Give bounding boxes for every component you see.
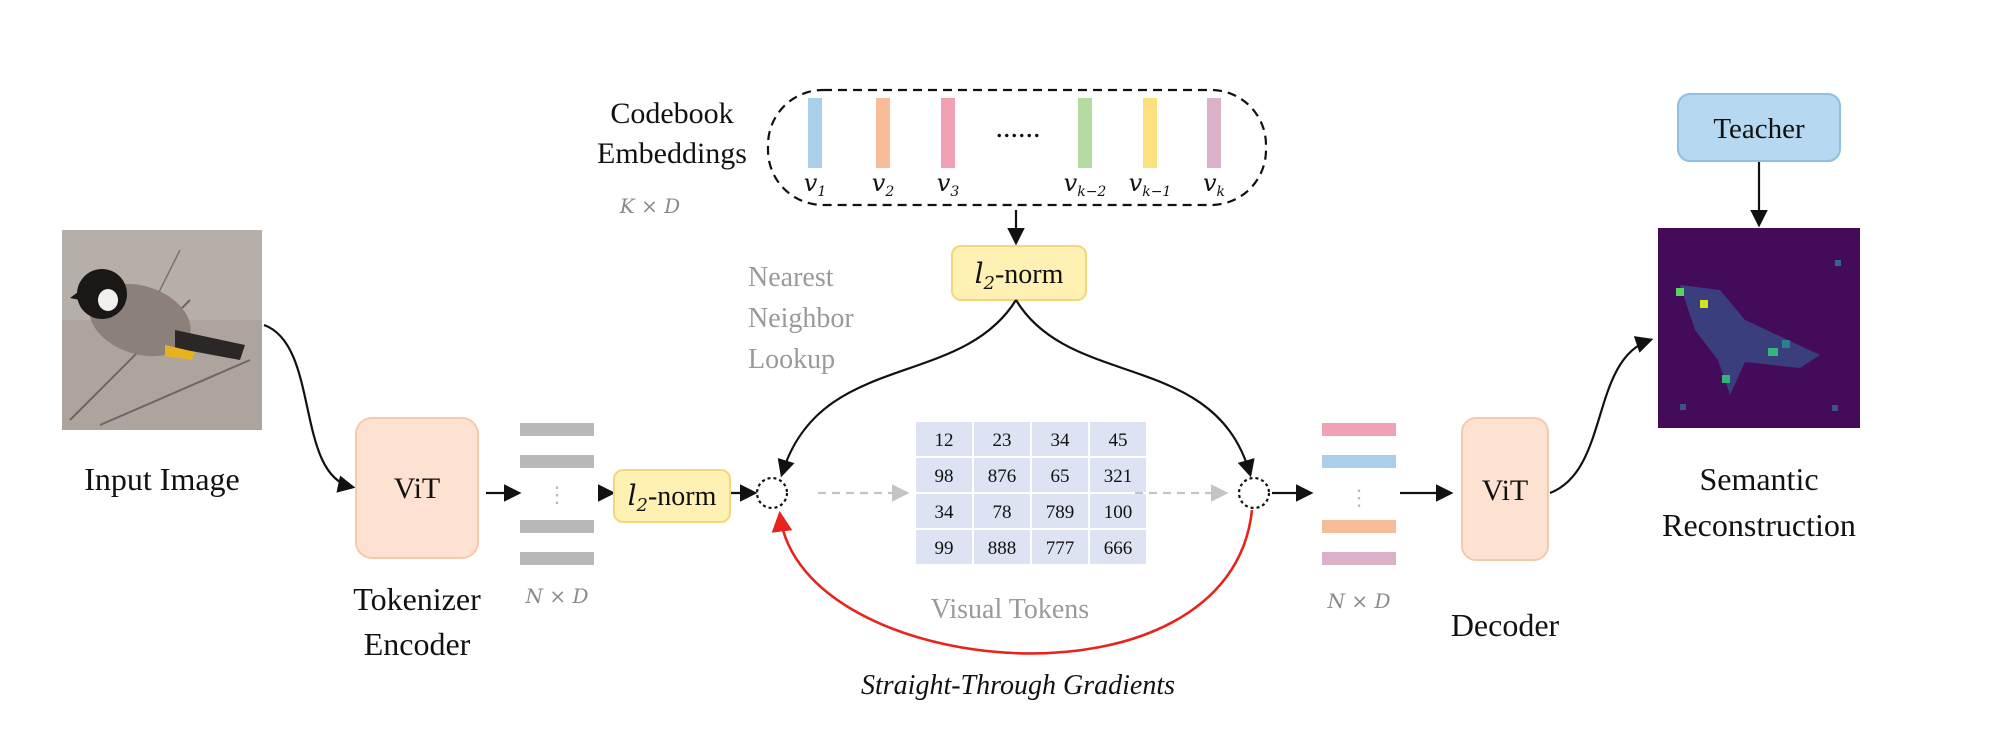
encoder-label-line2: Encoder <box>364 626 471 662</box>
norm-to-lookup-curve <box>777 299 1017 478</box>
visual-token-cell <box>974 530 1030 564</box>
norm-to-quantize-curve <box>1015 299 1255 478</box>
visual-token-value: 321 <box>1104 466 1133 487</box>
visual-token-cell <box>1090 530 1146 564</box>
visual-token-value: 98 <box>935 466 954 487</box>
codebook-vector-label: vk <box>1203 169 1225 200</box>
visual-token-value: 65 <box>1051 466 1070 487</box>
lookup-label-line1: Nearest <box>748 262 834 293</box>
codebook-vector-label: vk−2 <box>1064 169 1107 200</box>
codebook-vector-bar <box>876 98 890 168</box>
quantize-node <box>1237 476 1271 510</box>
codebook-vector-label: v2 <box>872 169 895 200</box>
encoder-vit-box <box>355 417 479 559</box>
visual-token-value: 777 <box>1046 538 1075 559</box>
encoder-token-stack: ⋮ <box>520 423 594 565</box>
semantic-reconstruction-map <box>1658 228 1860 428</box>
visual-token-cell <box>974 422 1030 456</box>
codebook-dim-label: K × D <box>619 194 680 218</box>
visual-token-value: 100 <box>1104 502 1133 523</box>
visual-token-value: 34 <box>1051 430 1071 451</box>
visual-token-grid: 12 23 34 45 98 876 65 321 34 78 789 100 99 888 777 666 <box>916 422 1146 564</box>
lookup-node <box>755 476 789 510</box>
visual-token-value: 23 <box>993 430 1012 451</box>
visual-token-value: 888 <box>988 538 1017 559</box>
visual-token-value: 78 <box>993 502 1012 523</box>
decoder-token-bar <box>1322 552 1396 565</box>
codebook-vector-bar <box>1207 98 1221 168</box>
svg-text:⋮: ⋮ <box>546 482 568 507</box>
codebook-vector-bar <box>1078 98 1092 168</box>
teacher-box <box>1677 93 1841 162</box>
visual-token-cell <box>1090 422 1146 456</box>
teacher-label: Teacher <box>1713 113 1805 145</box>
visual-token-value: 789 <box>1046 502 1075 523</box>
decoder-vit-label: ViT <box>1482 474 1529 507</box>
visual-token-cell <box>916 494 972 528</box>
codebook-vector-group: v1 v2 v3 vk−2 vk−1 vk <box>804 98 1225 200</box>
decoder-token-bar <box>1322 520 1396 533</box>
straight-through-gradient-arrow <box>771 509 1254 655</box>
codebook-label-line1: Codebook <box>610 97 733 130</box>
visual-token-cell <box>1090 458 1146 492</box>
visual-token-cell <box>1032 530 1088 564</box>
decoder-token-stack <box>1322 423 1396 565</box>
codebook-l2-norm-box <box>951 245 1087 301</box>
visual-tokens-label: Visual Tokens <box>931 594 1089 625</box>
codebook-label-line2: Embeddings <box>597 137 747 170</box>
visual-token-cell <box>1032 422 1088 456</box>
decoder-vit-box <box>1461 417 1549 561</box>
codebook-vector-bar <box>1143 98 1157 168</box>
visual-token-value: 666 <box>1104 538 1133 559</box>
encoder-dim-label: N × D <box>524 584 588 608</box>
output-label-line1: Semantic <box>1699 461 1818 497</box>
visual-token-cell <box>974 458 1030 492</box>
visual-token-cell <box>916 422 972 456</box>
visual-token-cell <box>1090 494 1146 528</box>
codebook-container <box>766 88 1268 207</box>
visual-token-cell <box>1032 458 1088 492</box>
input-to-encoder-arrow <box>263 323 356 493</box>
decoder-token-ellipsis: ⋮ <box>1348 485 1370 510</box>
encoder-label-line1: Tokenizer <box>353 581 481 617</box>
input-image <box>62 230 262 430</box>
lookup-label-line2: Neighbor <box>748 303 854 334</box>
encoder-l2-norm-box <box>613 469 731 523</box>
visual-token-value: 99 <box>935 538 954 559</box>
decoder-token-bar <box>1322 423 1396 436</box>
codebook-vector-label: vk−1 <box>1129 169 1172 200</box>
decoder-dim-label: N × D <box>1326 589 1390 613</box>
codebook-vector-bar <box>941 98 955 168</box>
input-image-label: Input Image <box>84 461 240 497</box>
visual-token-value: 45 <box>1109 430 1128 451</box>
visual-token-value: 34 <box>935 502 955 523</box>
decoder-token-bar <box>1322 455 1396 468</box>
output-label-line2: Reconstruction <box>1662 507 1856 543</box>
decoder-label: Decoder <box>1451 607 1560 643</box>
gradient-label: Straight-Through Gradients <box>861 670 1175 701</box>
visual-token-value: 12 <box>935 430 954 451</box>
visual-token-value: 876 <box>988 466 1017 487</box>
decoder-to-output-arrow <box>1549 336 1654 495</box>
visual-token-cell <box>1032 494 1088 528</box>
visual-token-cell <box>916 530 972 564</box>
encoder-vit-label: ViT <box>394 472 441 505</box>
codebook-l2-norm-label: l2-norm <box>975 257 1064 294</box>
codebook-vector-label: v1 <box>804 169 826 200</box>
codebook-vector-bar <box>808 98 822 168</box>
codebook-vector-label: v3 <box>937 169 960 200</box>
visual-token-cell <box>974 494 1030 528</box>
lookup-label-line3: Lookup <box>748 344 835 375</box>
codebook-ellipsis: ...... <box>996 111 1041 144</box>
visual-token-cell <box>916 458 972 492</box>
encoder-l2-norm-label: l2-norm <box>628 479 717 516</box>
